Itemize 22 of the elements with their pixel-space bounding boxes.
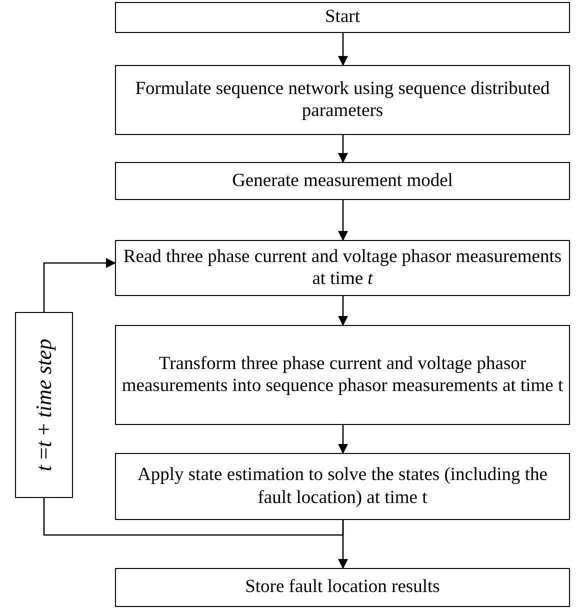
- process-box: [115, 2, 570, 33]
- step-label: Read three phase current and voltage phasor measurements at time t: [122, 246, 563, 290]
- process-box: [115, 325, 570, 425]
- step-label: t =t + time step: [33, 338, 55, 472]
- arrow: [338, 200, 348, 241]
- arrow: [338, 425, 348, 454]
- step-label: Generate measurement model: [231, 170, 454, 192]
- step-label: Formulate sequence network using sequence distributed parameters: [134, 78, 551, 122]
- process-box: [115, 162, 570, 200]
- arrow: [338, 135, 348, 163]
- arrow: [338, 296, 348, 326]
- step-label: Start: [324, 6, 361, 29]
- arrow: [43, 258, 116, 312]
- process-box: [115, 453, 570, 520]
- loop-box: [15, 312, 73, 498]
- process-box: [115, 65, 570, 135]
- arrow: [338, 33, 348, 66]
- process-box: [115, 568, 570, 607]
- step-label: Apply state estimation to solve the states (including the fault location) at time t: [136, 464, 548, 509]
- step-label: Transform three phase current and voltage phasor measurements into sequence phasor measurements at time t: [120, 352, 564, 398]
- step-label: Store fault location results: [244, 576, 441, 599]
- process-box: [115, 240, 570, 296]
